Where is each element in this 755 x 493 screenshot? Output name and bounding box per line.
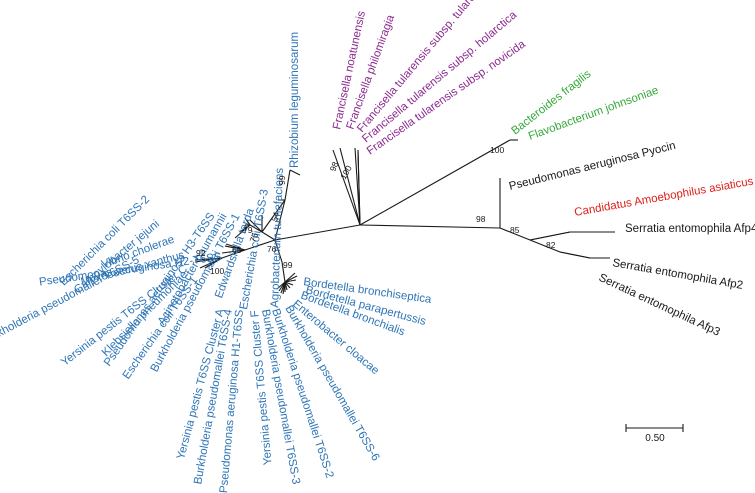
terminal-branch — [284, 272, 296, 283]
terminal-branch — [559, 251, 591, 259]
bootstrap-value: 100 — [210, 266, 224, 276]
scale-bar: 0.50 — [625, 424, 684, 444]
internal-branch — [274, 224, 361, 241]
terminal-branch — [225, 243, 246, 251]
bootstrap-value: 92 — [196, 248, 206, 258]
terminal-branch — [357, 151, 361, 226]
terminal-branch — [332, 149, 361, 226]
bootstrap-value: 99 — [283, 260, 293, 270]
bootstrap-value: 82 — [546, 240, 556, 250]
bootstrap-value: 98 — [476, 214, 486, 224]
terminal-branch — [339, 147, 361, 226]
internal-branch — [359, 224, 501, 229]
taxon-label: Agrobacterium tumefaciens — [269, 167, 286, 308]
internal-branch — [284, 169, 291, 201]
terminal-branch — [247, 221, 251, 226]
terminal-branch — [284, 275, 298, 283]
bootstrap-value: 85 — [510, 225, 520, 235]
terminal-branch — [284, 281, 294, 286]
bootstrap-value: 99 — [277, 175, 287, 185]
internal-branch — [221, 249, 246, 259]
internal-branch — [274, 239, 283, 263]
internal-branch — [281, 261, 286, 283]
bootstrap-value: 76 — [267, 244, 277, 254]
taxon-label: Candidatus Amoebophilus asiaticus — [573, 176, 754, 219]
terminal-branch — [239, 224, 251, 233]
internal-branch — [359, 139, 511, 226]
bootstrap-value: 75 — [247, 231, 260, 244]
bootstrap-value: 54 — [269, 211, 281, 223]
tree-branches — [194, 139, 615, 295]
internal-branch — [529, 239, 561, 253]
terminal-branch — [276, 281, 286, 290]
bootstrap-value: 100 — [338, 163, 354, 181]
internal-branch — [244, 239, 276, 251]
scale-bar-label: 0.50 — [645, 433, 665, 444]
terminal-branch — [249, 219, 263, 233]
taxon-label: Rhizobium leguminosarum — [289, 32, 301, 168]
internal-branch — [261, 199, 286, 233]
internal-branch — [499, 227, 531, 241]
terminal-branch — [194, 257, 223, 261]
internal-branch — [261, 231, 276, 241]
terminal-branch — [529, 231, 571, 241]
terminal-branch — [284, 279, 297, 283]
internal-branch — [249, 224, 263, 233]
taxon-label: Pseudomonas aeruginosa Pyocin — [508, 140, 677, 193]
bootstrap-value: 98 — [328, 160, 341, 173]
bootstrap-value: 65 — [232, 245, 242, 255]
terminal-branch — [199, 257, 223, 269]
terminal-branch — [221, 249, 246, 254]
bootstrap-value: 79 — [243, 225, 253, 235]
internal-branch — [274, 199, 286, 241]
bootstrap-value: 100 — [490, 145, 504, 155]
terminal-branch — [284, 281, 291, 289]
terminal-branch — [289, 169, 301, 176]
taxon-label: Serratia entomophila Afp4 — [625, 223, 755, 235]
